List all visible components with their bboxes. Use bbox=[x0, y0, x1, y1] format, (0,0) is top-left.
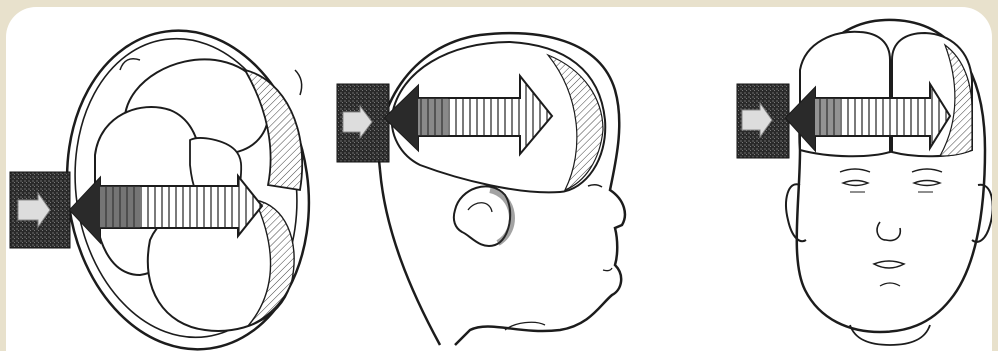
eye-left bbox=[843, 181, 868, 186]
panel-top-view bbox=[10, 15, 329, 351]
panel-side-view bbox=[337, 33, 625, 345]
panel-front-view bbox=[737, 20, 992, 345]
illustration-frame bbox=[6, 7, 992, 351]
infant-head-diagram bbox=[6, 7, 992, 351]
eye-right bbox=[914, 181, 940, 186]
